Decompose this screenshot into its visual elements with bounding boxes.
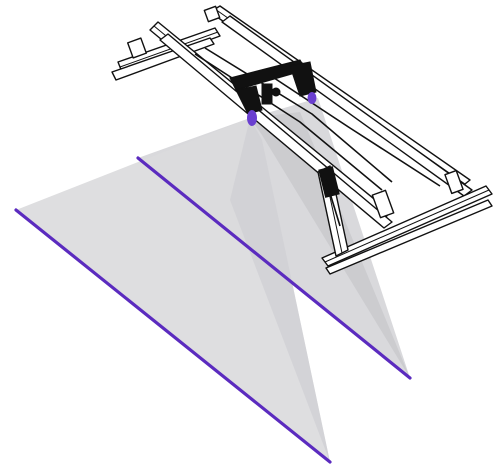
laser-emitter-front bbox=[247, 110, 257, 126]
light-plane-front-inner bbox=[230, 118, 330, 462]
light-planes bbox=[16, 98, 410, 462]
carriage-assembly bbox=[229, 59, 341, 227]
laser-emitter-rear bbox=[307, 92, 317, 104]
laser-line-front bbox=[14, 208, 332, 464]
laser-line-rear bbox=[136, 156, 412, 380]
laser-emitters bbox=[247, 92, 317, 126]
light-plane-rear-shadow bbox=[250, 112, 410, 378]
